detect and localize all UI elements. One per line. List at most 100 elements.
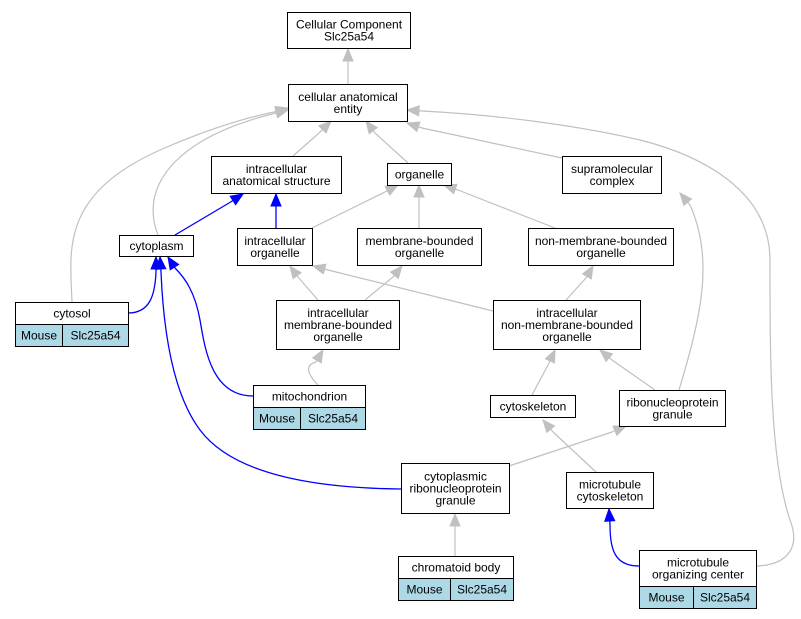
node-label-line: cellular anatomical: [298, 90, 397, 104]
node-label-line: intracellular: [536, 306, 597, 320]
node-box: [528, 228, 674, 266]
node-label-line: Cellular Component: [296, 18, 403, 32]
edge-nmbo-to-organelle: [442, 183, 556, 229]
arrowhead: [679, 192, 693, 207]
node-label-line: organelle: [250, 246, 300, 260]
node-label-line: anatomical structure: [222, 174, 330, 188]
edge-line: [611, 359, 656, 391]
node-label-line: organelle: [395, 168, 445, 182]
edge-supra-to-cae: [405, 121, 563, 159]
node-label-line: ribonucleoprotein: [409, 482, 501, 496]
node-label-line: cytoskeleton: [577, 490, 644, 504]
edge-line: [565, 277, 587, 301]
node-organelle[interactable]: organelle: [387, 163, 452, 186]
annotation-gene-cell: [62, 324, 129, 347]
arrowhead: [311, 348, 324, 364]
node-label-line: organelle: [542, 330, 592, 344]
edge-inmbo-to-io: [311, 263, 494, 312]
edge-inmbo-to-nmbo: [565, 264, 594, 301]
annotation-gene-cell: [450, 578, 514, 601]
node-label-line: organelle: [395, 246, 445, 260]
node-box: [619, 390, 726, 427]
edge-rnp-to-supra: [678, 192, 704, 391]
edge-line: [327, 269, 494, 312]
node-label-line: cytoplasmic: [424, 470, 487, 484]
node-inmbo[interactable]: intracellularnon-membrane-boundedorganel…: [493, 300, 641, 350]
annotation-species: Mouse: [648, 591, 684, 605]
annotation-gene-cell: [300, 407, 366, 430]
node-label-line: complex: [590, 174, 635, 188]
edge-line: [364, 276, 394, 301]
edge-line: [531, 364, 549, 396]
edge-line: [421, 127, 563, 159]
node-label-line: microtubule: [579, 478, 641, 492]
arrowhead: [413, 183, 425, 198]
node-box: [401, 463, 510, 514]
node-cytoplasm[interactable]: cytoplasm: [119, 235, 194, 257]
edge-line: [457, 189, 556, 229]
edge-mito-to-imbo: [308, 348, 324, 386]
edge-cytosol-to-cytoplasm: [127, 255, 162, 314]
edge-line: [308, 361, 319, 386]
node-label-line: organelle: [313, 330, 363, 344]
node-label-line: intracellular: [307, 306, 368, 320]
node-label-line: supramolecular: [571, 162, 653, 176]
edge-line: [297, 276, 319, 301]
annotation-gene: Slc25a54: [457, 583, 507, 597]
edge-line: [160, 271, 402, 490]
edge-line: [174, 202, 230, 236]
edge-line: [609, 524, 640, 567]
node-box: [357, 228, 482, 266]
node-label-line: cytoskeleton: [500, 400, 567, 414]
arrowhead: [612, 425, 628, 437]
edge-mtoc-to-cae: [405, 105, 795, 567]
edge-cae-to-root: [342, 47, 354, 84]
arrowhead: [405, 105, 420, 117]
edge-imbo-to-io: [289, 264, 319, 301]
edge-cytosol-to-cae: [70, 105, 290, 303]
node-label-line: ribonucleoprotein: [626, 396, 718, 410]
node-label-line: membrane-bounded: [284, 318, 392, 332]
node-label-line: Slc25a54: [324, 30, 374, 44]
arrowhead: [599, 349, 614, 363]
node-box: [276, 300, 400, 350]
edge-line: [70, 111, 275, 303]
annotation-species: Mouse: [21, 329, 57, 343]
node-label-line: intracellular: [244, 234, 305, 248]
node-cytoskeleton[interactable]: cytoskeleton: [490, 395, 576, 418]
arrowhead: [311, 263, 327, 275]
arrowhead: [449, 512, 461, 527]
edge-organelle-to-cae: [365, 119, 409, 164]
node-label-line: cytosol: [53, 307, 90, 321]
edge-line: [374, 132, 409, 164]
node-label-line: microtubule: [667, 556, 729, 570]
edges-layer: [70, 47, 795, 567]
edge-line: [152, 113, 273, 236]
node-label-line: granule: [435, 494, 475, 508]
edge-io-to-ias: [270, 192, 282, 228]
node-label-line: membrane-bounded: [365, 234, 473, 248]
annotation-species: Mouse: [259, 412, 295, 426]
arrowhead: [155, 255, 167, 270]
arrowhead: [318, 120, 332, 134]
node-box: [490, 395, 576, 418]
